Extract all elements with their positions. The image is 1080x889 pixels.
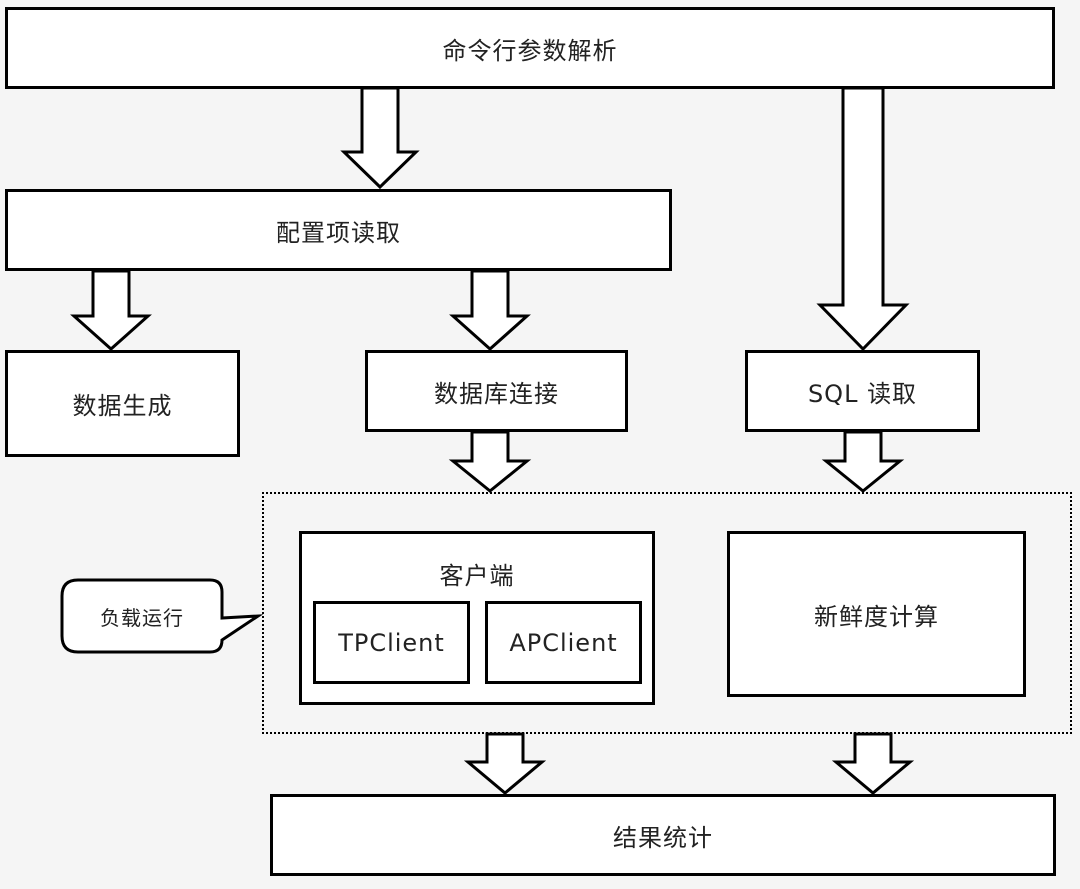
cmd-parse-box: 命令行参数解析 bbox=[5, 7, 1055, 89]
cmd-parse-label: 命令行参数解析 bbox=[442, 36, 618, 65]
config-read-box: 配置项读取 bbox=[5, 189, 672, 271]
tp-client-label: TPClient bbox=[338, 628, 445, 657]
db-connect-label: 数据库连接 bbox=[434, 379, 559, 408]
freshness-label: 新鲜度计算 bbox=[814, 602, 939, 631]
result-stats-box: 结果统计 bbox=[270, 794, 1056, 876]
db-connect-box: 数据库连接 bbox=[365, 350, 628, 432]
data-gen-box: 数据生成 bbox=[5, 350, 240, 457]
tp-client-box: TPClient bbox=[313, 601, 470, 684]
ap-client-label: APClient bbox=[509, 628, 618, 657]
callout-label: 负载运行 bbox=[100, 606, 184, 630]
arrow-cmd-to-config bbox=[340, 86, 420, 190]
sql-read-label: SQL 读取 bbox=[807, 379, 918, 408]
arrow-db-to-load bbox=[448, 430, 532, 493]
config-read-label: 配置项读取 bbox=[276, 218, 401, 247]
result-stats-label: 结果统计 bbox=[613, 823, 713, 852]
sql-read-box: SQL 读取 bbox=[745, 350, 980, 432]
freshness-box: 新鲜度计算 bbox=[727, 531, 1026, 697]
arrow-sql-to-load bbox=[821, 430, 905, 493]
arrow-load-to-results-right bbox=[831, 732, 915, 795]
client-label: 客户端 bbox=[439, 562, 515, 590]
arrow-config-to-datagen bbox=[70, 269, 152, 352]
arrow-cmd-to-sql bbox=[816, 86, 910, 352]
arrow-load-to-results-left bbox=[463, 732, 547, 795]
callout-bubble bbox=[60, 578, 264, 654]
load-run-container bbox=[262, 492, 1072, 734]
arrow-config-to-db bbox=[449, 269, 531, 352]
data-gen-label: 数据生成 bbox=[72, 392, 173, 420]
ap-client-box: APClient bbox=[485, 601, 642, 684]
